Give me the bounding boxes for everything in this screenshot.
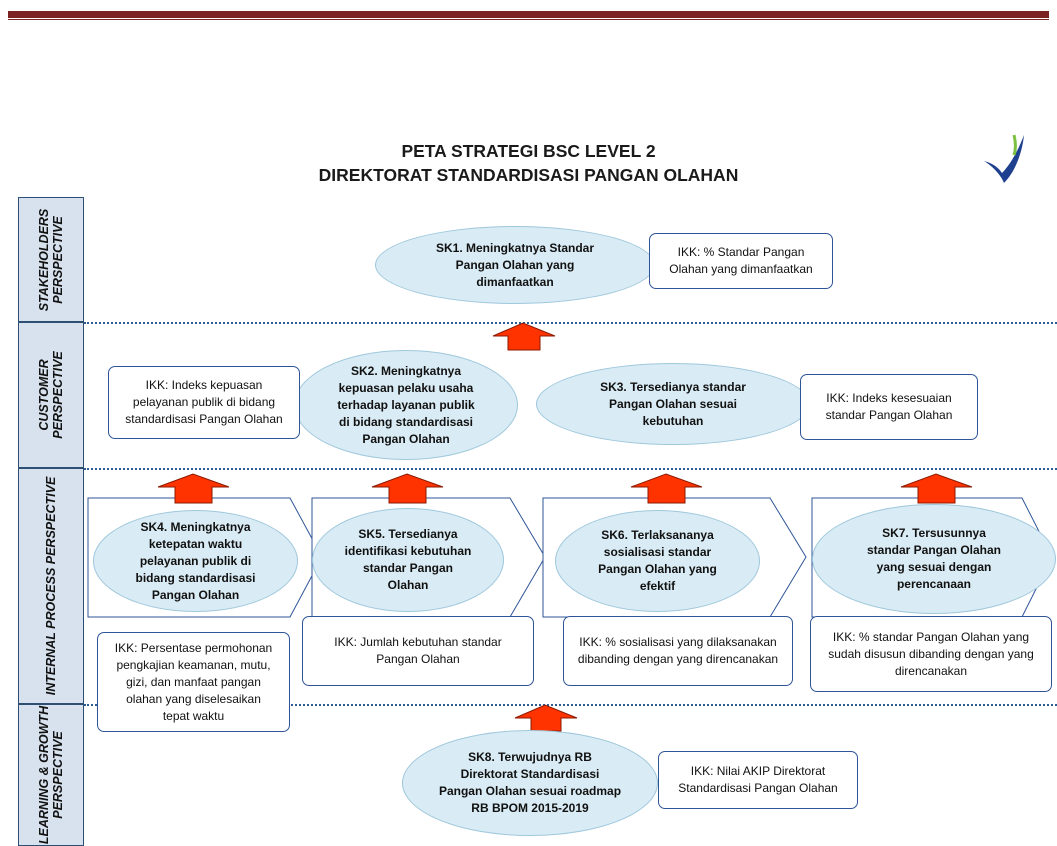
objective-sk1: SK1. Meningkatnya Standar Pangan Olahan … xyxy=(375,226,655,304)
header-line xyxy=(8,19,1049,20)
indicator-ikk8-text: IKK: Nilai AKIP Direktorat Standardisasi… xyxy=(678,764,838,795)
divider-customer-internal xyxy=(84,468,1057,470)
objective-sk4: SK4. Meningkatnya ketepatan waktu pelaya… xyxy=(93,510,298,612)
divider-stakeholders-customer xyxy=(84,322,1057,324)
objective-sk8: SK8. Terwujudnya RB Direktorat Standardi… xyxy=(402,730,658,836)
arrow-up-2 xyxy=(157,473,230,504)
map-title-line1: PETA STRATEGI BSC LEVEL 2 xyxy=(401,141,656,161)
objective-sk2-text: SK2. Meningkatnya kepuasan pelaku usaha … xyxy=(337,363,475,446)
indicator-ikk7-text: IKK: % standar Pangan Olahan yang sudah … xyxy=(828,629,1034,678)
indicator-ikk2-text: IKK: Indeks kepuasan pelayanan publik di… xyxy=(125,378,283,426)
arrow-up-3 xyxy=(371,473,444,504)
perspective-stakeholders: STAKEHOLDERS PERSPECTIVE xyxy=(18,197,84,322)
divider-internal-learning xyxy=(84,704,1057,706)
indicator-ikk5: IKK: Jumlah kebutuhan standar Pangan Ola… xyxy=(302,616,534,686)
arrow-up-1 xyxy=(492,322,556,351)
indicator-ikk3-text: IKK: Indeks kesesuaian standar Pangan Ol… xyxy=(825,391,953,422)
indicator-ikk5-text: IKK: Jumlah kebutuhan standar Pangan Ola… xyxy=(334,635,502,666)
objective-sk3-text: SK3. Tersedianya standar Pangan Olahan s… xyxy=(600,379,746,428)
arrow-up-6 xyxy=(514,704,578,732)
indicator-ikk7: IKK: % standar Pangan Olahan yang sudah … xyxy=(810,616,1052,692)
objective-sk5-text: SK5. Tersedianya identifikasi kebutuhan … xyxy=(344,527,472,592)
indicator-ikk6-text: IKK: % sosialisasi yang dilaksanakan dib… xyxy=(577,635,779,666)
arrow-up-5 xyxy=(900,473,973,504)
indicator-ikk3: IKK: Indeks kesesuaian standar Pangan Ol… xyxy=(800,374,978,440)
objective-sk5: SK5. Tersedianya identifikasi kebutuhan … xyxy=(312,508,504,612)
perspective-learning-growth: LEARNING & GROWTH PERSPECTIVE xyxy=(18,704,84,846)
objective-sk4-text: SK4. Meningkatnya ketepatan waktu pelaya… xyxy=(135,519,256,602)
indicator-ikk4: IKK: Persentase permohonan pengkajian ke… xyxy=(97,632,290,732)
indicator-ikk1: IKK: % Standar Pangan Olahan yang dimanf… xyxy=(649,233,833,289)
indicator-ikk2: IKK: Indeks kepuasan pelayanan publik di… xyxy=(108,366,300,439)
indicator-ikk1-text: IKK: % Standar Pangan Olahan yang dimanf… xyxy=(669,245,813,276)
perspective-customer: CUSTOMER PERSPECTIVE xyxy=(18,322,84,468)
arrow-up-4 xyxy=(630,473,703,504)
indicator-ikk6: IKK: % sosialisasi yang dilaksanakan dib… xyxy=(563,616,793,686)
objective-sk8-text: SK8. Terwujudnya RB Direktorat Standardi… xyxy=(438,750,622,815)
objective-sk7-text: SK7. Tersusunnya standar Pangan Olahan y… xyxy=(866,526,1002,591)
perspective-internal-process: INTERNAL PROCESS PERSPECTIVE xyxy=(18,468,84,704)
objective-sk6-text: SK6. Terlaksananya sosialisasi standar P… xyxy=(598,528,717,593)
objective-sk1-text: SK1. Meningkatnya Standar Pangan Olahan … xyxy=(435,240,595,289)
indicator-ikk4-text: IKK: Persentase permohonan pengkajian ke… xyxy=(114,640,273,723)
objective-sk6: SK6. Terlaksananya sosialisasi standar P… xyxy=(555,510,760,612)
objective-sk7: SK7. Tersusunnya standar Pangan Olahan y… xyxy=(812,504,1056,614)
map-title-line2: DIREKTORAT STANDARDISASI PANGAN OLAHAN xyxy=(318,165,739,185)
objective-sk2: SK2. Meningkatnya kepuasan pelaku usaha … xyxy=(294,350,518,460)
objective-sk3: SK3. Tersedianya standar Pangan Olahan s… xyxy=(536,363,810,445)
indicator-ikk8: IKK: Nilai AKIP Direktorat Standardisasi… xyxy=(658,751,858,809)
header-bar xyxy=(8,11,1049,18)
bpom-logo-icon xyxy=(984,134,1024,183)
